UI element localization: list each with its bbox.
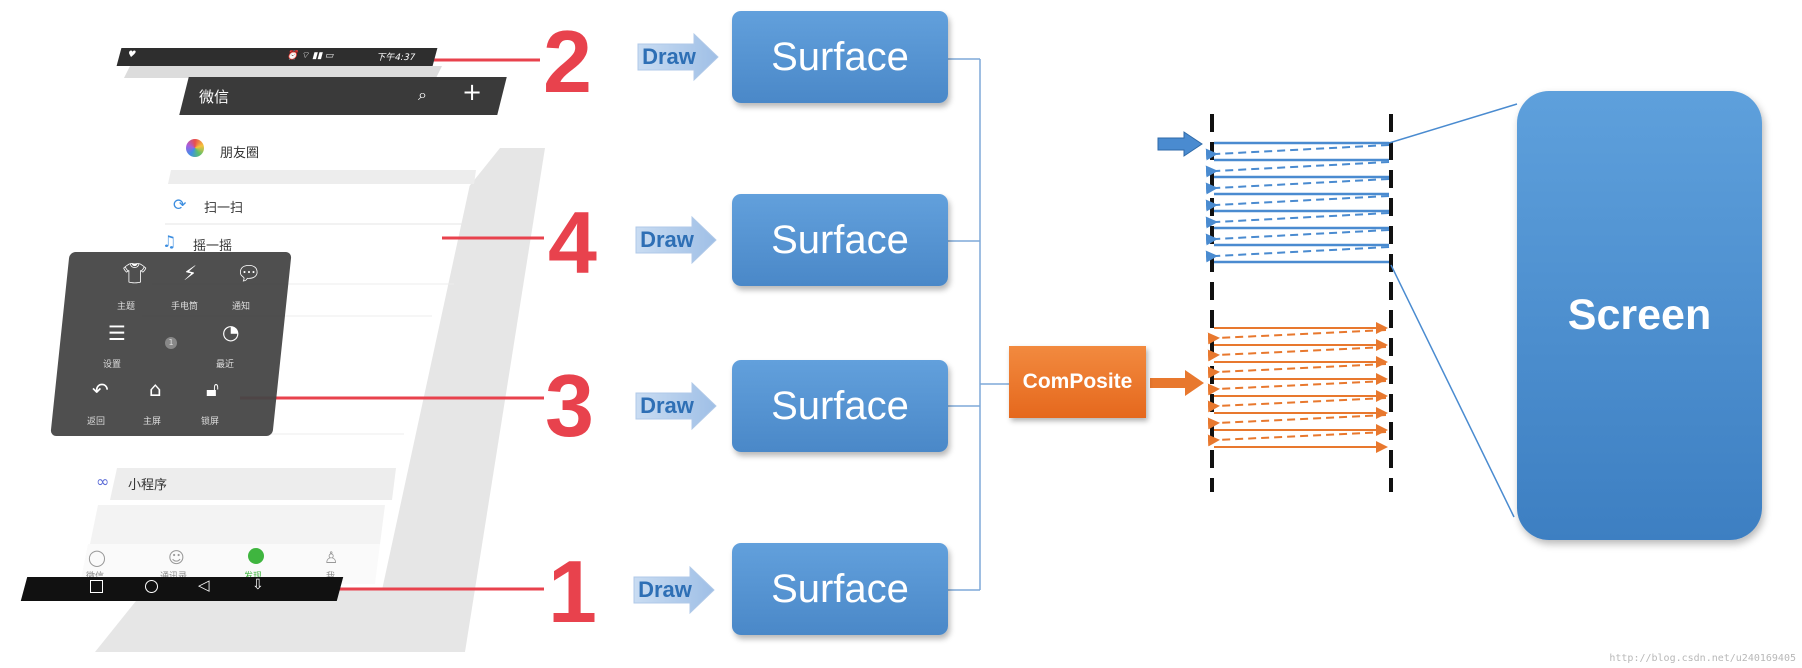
surface-box-3: Surface: [732, 360, 948, 452]
screen-box: Screen: [1517, 91, 1762, 540]
navigation-bar: [20, 577, 344, 601]
draw-label: Draw: [640, 393, 694, 418]
qs-label: 最近: [216, 360, 235, 370]
draw-label: Draw: [640, 227, 694, 252]
shirt-icon[interactable]: 👕︎: [122, 261, 148, 285]
draw-label: Draw: [638, 577, 692, 602]
shake-icon: ♫: [162, 232, 177, 251]
row-mini-programs[interactable]: 小程序: [128, 478, 168, 493]
scan-start-arrow: [1157, 131, 1203, 157]
moments-icon: [186, 139, 204, 157]
draw-arrow-shape: [635, 381, 717, 431]
unlock-icon[interactable]: 🔓︎: [206, 377, 219, 401]
layer-number-3: 3: [545, 356, 594, 455]
projection-line-top: [1388, 103, 1518, 144]
row-moments[interactable]: 朋友圈: [220, 146, 260, 161]
sliders-icon[interactable]: ☰: [108, 321, 126, 345]
status-bar: ♥ ⏰ ⌔ ▮▮ ▭ 下午4:37: [116, 48, 438, 66]
status-time: 下午4:37: [375, 53, 417, 63]
orange-scanlines: [1207, 322, 1388, 453]
qs-label: 返回: [87, 417, 106, 427]
plus-icon[interactable]: +: [462, 78, 483, 106]
heart-icon: ♥: [126, 50, 137, 60]
flashlight-icon[interactable]: ⚡︎: [183, 261, 198, 285]
tab-chats-icon[interactable]: ◯: [88, 548, 106, 567]
row-shake[interactable]: 摇一摇: [193, 239, 233, 254]
draw-arrow-shape: [633, 565, 715, 615]
draw-arrow-shape: [635, 215, 717, 265]
home-circle-icon[interactable]: [145, 580, 158, 593]
app-title: 微信: [199, 88, 230, 106]
layer-number-2: 2: [543, 12, 592, 111]
composite-box: ComPosite: [1009, 346, 1146, 418]
qs-label: 锁屏: [201, 417, 220, 427]
status-icons: ⏰ ⌔ ▮▮ ▭: [285, 51, 336, 61]
tab-discover-icon[interactable]: [248, 548, 264, 564]
home-icon[interactable]: ⌂: [149, 377, 162, 401]
mini-program-icon: ∞: [96, 472, 110, 491]
watermark: http://blog.csdn.net/u240169405: [1609, 653, 1796, 664]
scan-icon: ⟳: [173, 195, 187, 214]
tab-me-icon[interactable]: ♙: [324, 548, 339, 567]
layer-number-4: 4: [548, 193, 597, 292]
draw-arrow-shape: [637, 32, 719, 82]
dropdown-icon[interactable]: ⇩: [252, 577, 264, 593]
badge-icon: 1: [165, 337, 177, 349]
projection-line-bottom: [1390, 264, 1515, 518]
tab-contacts-icon[interactable]: ☺: [168, 548, 185, 567]
row-scan[interactable]: 扫一扫: [204, 201, 244, 216]
clock-icon[interactable]: ◔: [222, 320, 240, 344]
blue-scanlines: [1205, 141, 1390, 264]
draw-label: Draw: [642, 44, 696, 69]
qs-label: 设置: [103, 360, 122, 370]
layer-number-1: 1: [548, 542, 597, 641]
search-icon[interactable]: ⌕: [418, 85, 427, 104]
recents-icon[interactable]: [90, 580, 103, 593]
back-arrow-icon[interactable]: ↶: [92, 378, 109, 402]
surface-box-2: Surface: [732, 11, 948, 103]
surface-box-1: Surface: [732, 543, 948, 635]
back-triangle-icon[interactable]: ◁: [198, 576, 210, 594]
qs-label: 主屏: [143, 417, 162, 427]
composite-output-arrow: [1150, 370, 1204, 396]
surface-box-4: Surface: [732, 194, 948, 286]
qs-label: 主题: [117, 302, 136, 312]
chat-bubble-icon[interactable]: 💬︎: [236, 261, 262, 285]
qs-label: 手电筒: [171, 302, 199, 312]
surface-bracket: [948, 58, 1009, 591]
qs-label: 通知: [232, 302, 251, 312]
